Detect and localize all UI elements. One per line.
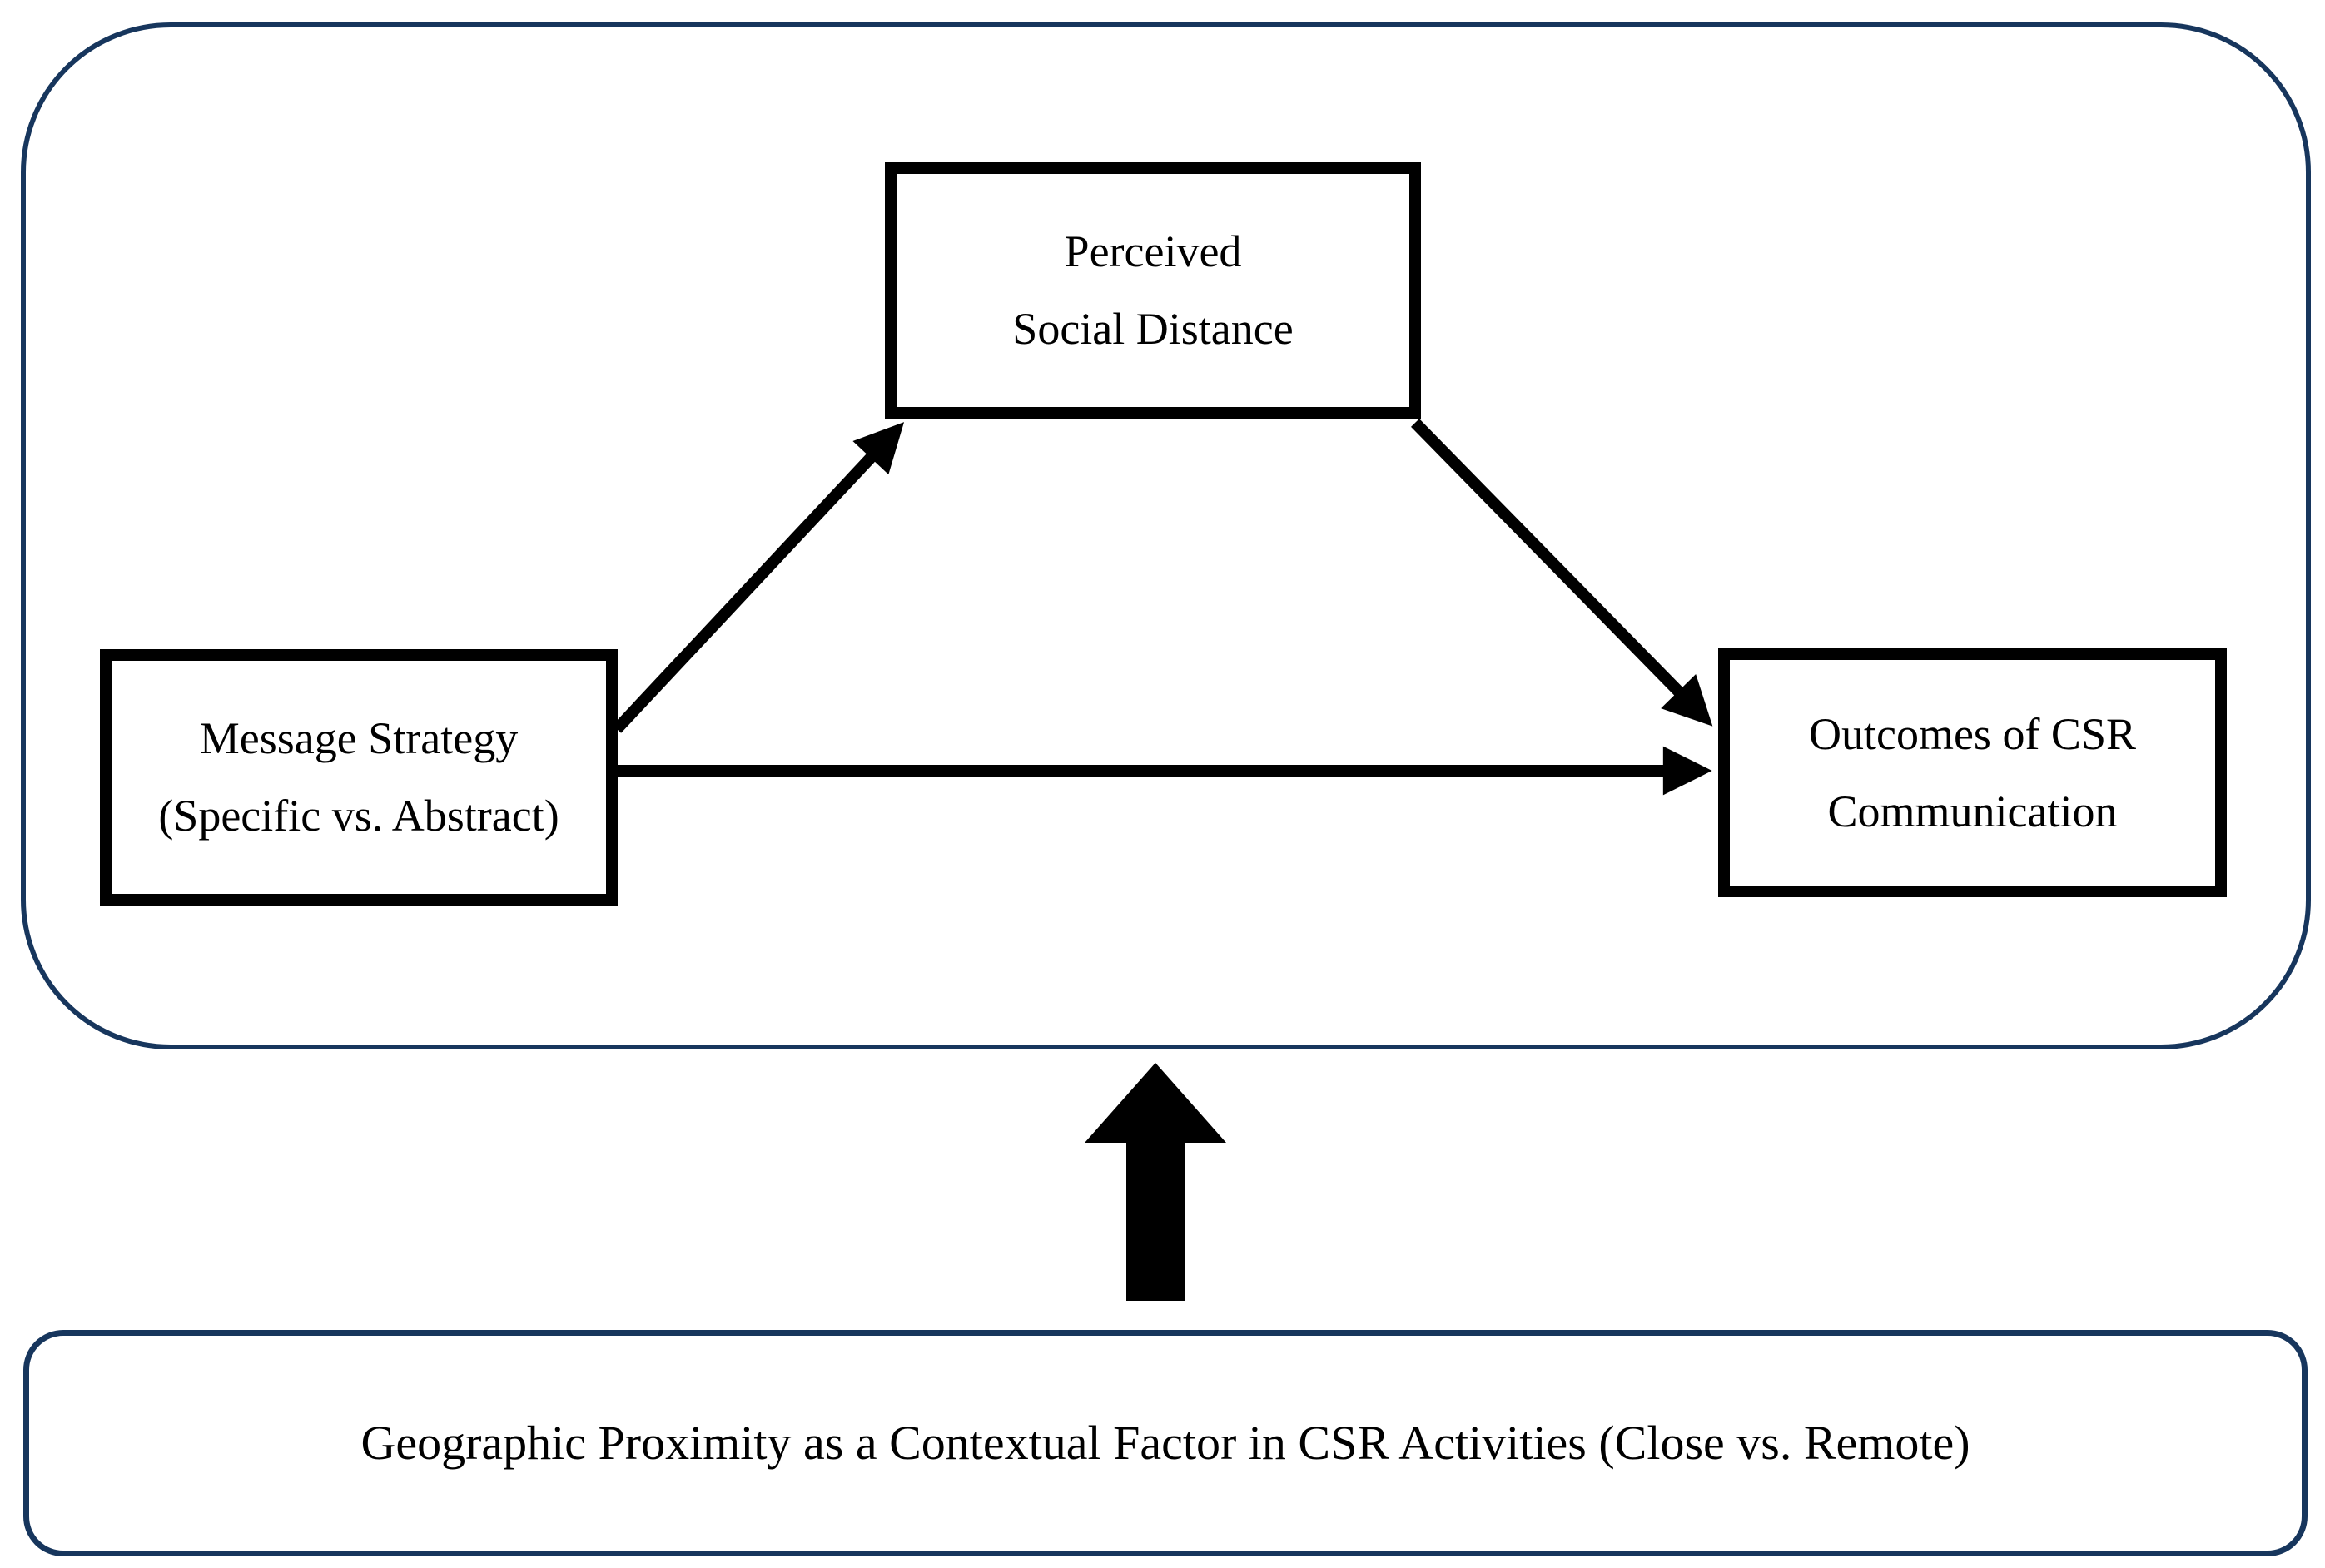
moderator-label: Geographic Proximity as a Contextual Fac… bbox=[360, 1416, 1970, 1471]
box-label-line: Social Distance bbox=[1012, 304, 1294, 354]
box-label-line: Message Strategy bbox=[199, 713, 519, 764]
box-label-line: Perceived bbox=[1064, 226, 1242, 277]
box-geographic-proximity: Geographic Proximity as a Contextual Fac… bbox=[23, 1330, 2308, 1556]
box-perceived-social-distance: Perceived Social Distance bbox=[885, 162, 1421, 419]
box-label-line: (Specific vs. Abstract) bbox=[158, 791, 559, 841]
box-outcomes-csr-communication: Outcomes of CSR Communication bbox=[1718, 648, 2227, 897]
box-label-line: Outcomes of CSR bbox=[1808, 708, 2136, 759]
box-label-line: Communication bbox=[1827, 786, 2118, 836]
box-message-strategy: Message Strategy (Specific vs. Abstract) bbox=[100, 649, 618, 906]
block-arrow-moderator-icon bbox=[1085, 1063, 1226, 1301]
